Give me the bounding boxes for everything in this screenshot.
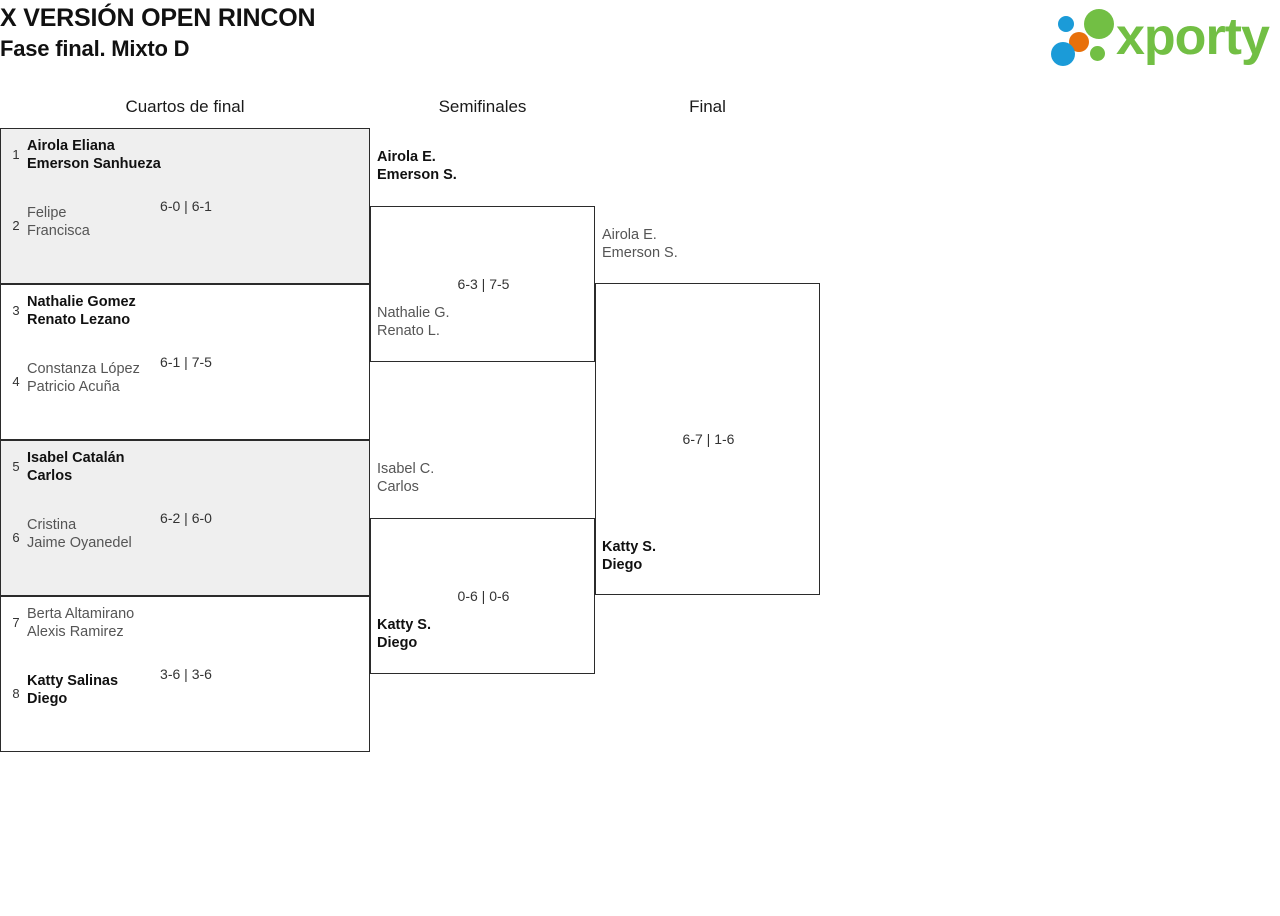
match-semifinal-1[interactable]: 6-3 | 7-5 xyxy=(370,206,595,362)
seed-number: 8 xyxy=(12,686,20,701)
match-score: 6-0 | 6-1 xyxy=(160,198,212,214)
match-score: 6-7 | 1-6 xyxy=(682,431,735,447)
match-score: 3-6 | 3-6 xyxy=(160,666,212,682)
team-name: Airola Eliana Emerson Sanhueza xyxy=(27,138,161,172)
seed-number: 3 xyxy=(12,303,20,318)
logo-dot-blue-small-icon xyxy=(1058,16,1074,32)
match-quarterfinal-3[interactable]: 5 Isabel Catalán Carlos 6-2 | 6-0 6 Cris… xyxy=(0,440,370,596)
team-name: Nathalie G. Renato L. xyxy=(377,305,450,339)
match-quarterfinal-2[interactable]: 3 Nathalie Gomez Renato Lezano 6-1 | 7-5… xyxy=(0,284,370,440)
logo-dot-blue-large-icon xyxy=(1051,42,1075,66)
seed-number: 1 xyxy=(12,147,20,162)
team-name: Constanza López Patricio Acuña xyxy=(27,361,140,395)
team-name: Nathalie Gomez Renato Lezano xyxy=(27,294,136,328)
seed-number: 2 xyxy=(12,218,20,233)
team-name: Berta Altamirano Alexis Ramirez xyxy=(27,606,135,640)
tournament-bracket: 1 Airola Eliana Emerson Sanhueza 6-0 | 6… xyxy=(0,128,900,758)
logo-wordmark: xporty xyxy=(1116,8,1270,66)
match-semifinal-2[interactable]: 0-6 | 0-6 xyxy=(370,518,595,674)
xporty-logo[interactable]: xporty xyxy=(1048,6,1274,68)
tournament-title: X VERSIÓN OPEN RINCON Fase final. Mixto … xyxy=(0,2,315,64)
seed-number: 4 xyxy=(12,374,20,389)
match-score: 0-6 | 0-6 xyxy=(457,588,510,604)
team-name: Katty S. Diego xyxy=(602,539,656,573)
team-name: Katty Salinas Diego xyxy=(27,673,119,707)
page-header: X VERSIÓN OPEN RINCON Fase final. Mixto … xyxy=(0,0,1280,75)
match-score: 6-3 | 7-5 xyxy=(457,276,510,292)
team-name: Katty S. Diego xyxy=(377,617,431,651)
team-name: Cristina Jaime Oyanedel xyxy=(27,517,132,551)
team-name: Isabel C. Carlos xyxy=(377,461,435,495)
team-name: Isabel Catalán Carlos xyxy=(27,450,125,484)
logo-dots-icon xyxy=(1048,8,1122,66)
team-name: Airola E. Emerson S. xyxy=(377,149,457,183)
match-final[interactable]: 6-7 | 1-6 xyxy=(595,283,820,595)
match-quarterfinal-4[interactable]: 7 Berta Altamirano Alexis Ramirez 3-6 | … xyxy=(0,596,370,752)
tournament-name: X VERSIÓN OPEN RINCON xyxy=(0,4,316,32)
tournament-phase: Fase final. Mixto D xyxy=(0,36,190,61)
match-score: 6-2 | 6-0 xyxy=(160,510,212,526)
seed-number: 5 xyxy=(12,459,20,474)
seed-number: 7 xyxy=(12,615,20,630)
match-score: 6-1 | 7-5 xyxy=(160,354,212,370)
logo-dot-orange-icon xyxy=(1069,32,1089,52)
seed-number: 6 xyxy=(12,530,20,545)
logo-dot-green-large-icon xyxy=(1084,9,1114,39)
round-heading-final: Final xyxy=(689,97,726,116)
logo-dot-green-small-icon xyxy=(1090,46,1105,61)
team-name: Airola E. Emerson S. xyxy=(602,227,678,261)
round-heading-semifinals: Semifinales xyxy=(438,97,527,116)
round-heading-quarterfinals: Cuartos de final xyxy=(125,97,245,116)
match-quarterfinal-1[interactable]: 1 Airola Eliana Emerson Sanhueza 6-0 | 6… xyxy=(0,128,370,284)
team-name: Felipe Francisca xyxy=(27,205,90,239)
